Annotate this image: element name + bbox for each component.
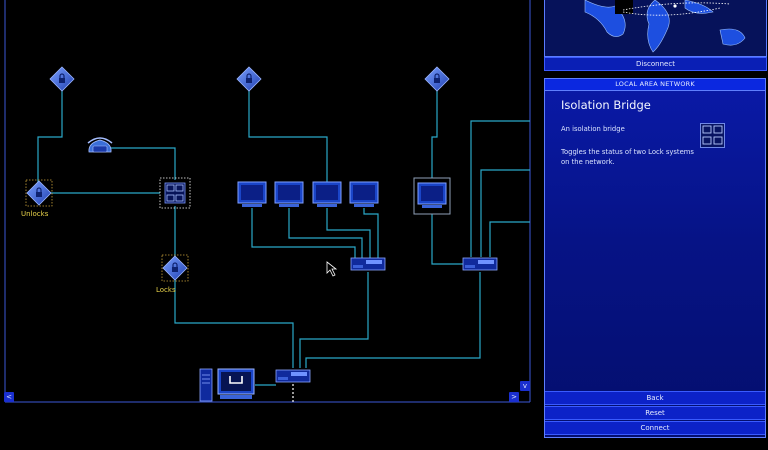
world-map-graphic: [584, 0, 746, 53]
gateway-icon: [199, 368, 255, 402]
lan-info-panel: LOCAL AREA NETWORK Isolation Bridge An i…: [544, 78, 766, 438]
router-icon: [350, 257, 386, 271]
lock-icon: [246, 73, 252, 83]
connect-button[interactable]: Connect: [545, 421, 765, 435]
router-node-1[interactable]: [350, 257, 386, 271]
computer-node-5[interactable]: [413, 177, 451, 215]
unlocks-label: Unlocks: [21, 210, 49, 218]
lock-icon: [172, 262, 178, 272]
lock-node-1[interactable]: [49, 66, 75, 92]
scroll-left-button[interactable]: <: [4, 392, 14, 402]
gateway-node[interactable]: [199, 368, 255, 402]
lock-icon: [36, 187, 42, 197]
scroll-down-button[interactable]: v: [520, 381, 530, 391]
lock-node-2[interactable]: [236, 66, 262, 92]
panel-title: Isolation Bridge: [561, 98, 651, 112]
lock-icon: [434, 73, 440, 83]
computer-node-1[interactable]: [237, 181, 267, 207]
panel-subtitle: An isolation bridge: [561, 125, 625, 133]
computer-node-3[interactable]: [312, 181, 342, 207]
locks-label: Locks: [156, 286, 176, 294]
mouse-cursor-icon: [326, 261, 338, 277]
scroll-right-button[interactable]: >: [509, 392, 519, 402]
computer-node-2[interactable]: [274, 181, 304, 207]
router-node-3[interactable]: [275, 369, 311, 383]
network-links: [37, 90, 530, 402]
monitor-icon: [417, 182, 447, 208]
monitor-icon: [237, 181, 267, 207]
isolation-bridge-icon: [700, 123, 725, 148]
router-icon: [275, 369, 311, 383]
back-button[interactable]: Back: [545, 391, 765, 405]
isolation-bridge-node[interactable]: [159, 177, 191, 209]
router-icon: [462, 257, 498, 271]
monitor-icon: [349, 181, 379, 207]
monitor-icon: [274, 181, 304, 207]
isolation-bridge-icon: [164, 182, 186, 204]
panel-description: Toggles the status of two Lock systems o…: [561, 148, 694, 166]
world-map[interactable]: [544, 0, 767, 57]
lock-node-locks[interactable]: [161, 254, 189, 282]
disconnect-button[interactable]: Disconnect: [544, 57, 767, 71]
network-map: [4, 0, 531, 403]
reset-button[interactable]: Reset: [545, 406, 765, 420]
panel-header: LOCAL AREA NETWORK: [545, 79, 765, 91]
telephone-icon[interactable]: [87, 137, 113, 153]
lock-node-3[interactable]: [424, 66, 450, 92]
monitor-icon: [312, 181, 342, 207]
lock-icon: [59, 73, 65, 83]
router-node-2[interactable]: [462, 257, 498, 271]
lock-node-unlocks[interactable]: [25, 179, 53, 207]
computer-node-4[interactable]: [349, 181, 379, 207]
